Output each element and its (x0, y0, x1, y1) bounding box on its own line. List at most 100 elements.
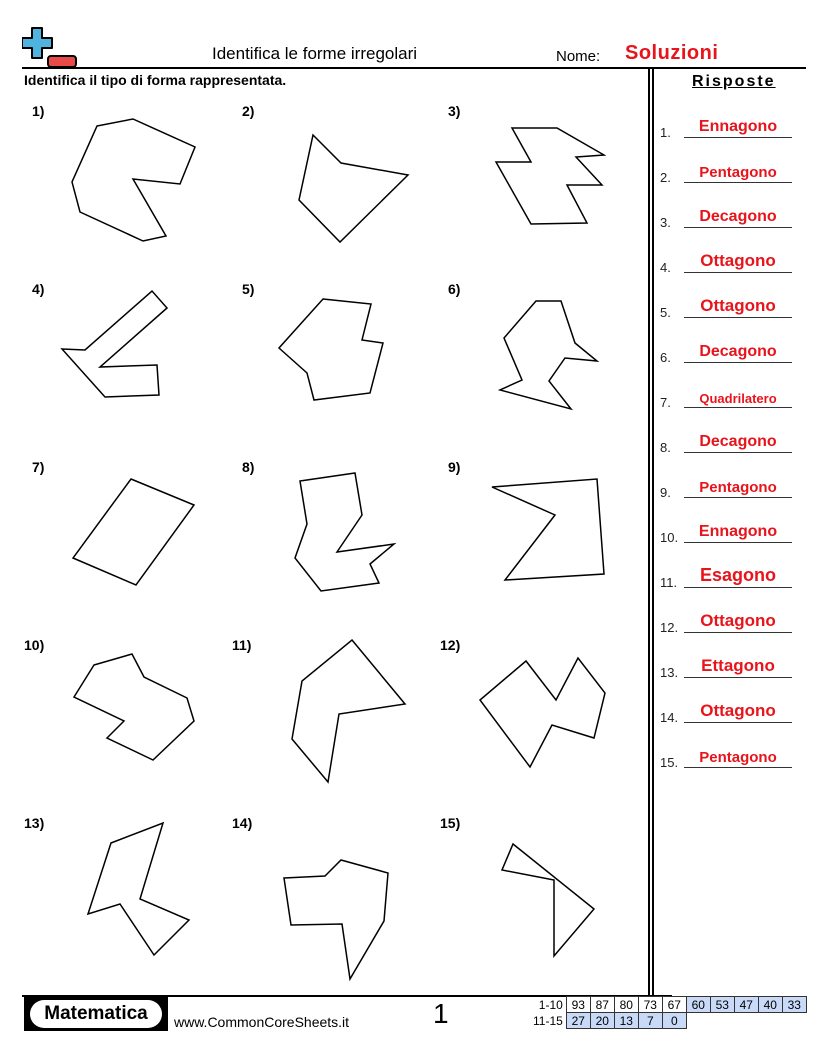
problem-label: 8) (242, 459, 255, 475)
answer-row: 10.Ennagono (660, 521, 792, 545)
answer-number: 5. (660, 305, 671, 320)
answer-number: 14. (660, 710, 679, 725)
answer-text: Ottagono (700, 701, 776, 720)
irregular-polygon-shape (283, 859, 389, 982)
answer-row: 9.Pentagono (660, 476, 792, 500)
score-cell: 67 (661, 996, 687, 1013)
answer-text: Decagono (699, 208, 777, 225)
score-table: 1-10 93 87 80 73 67 60 53 47 40 33 11-15… (530, 996, 807, 1029)
problem-label: 9) (448, 459, 461, 475)
answer-row: 6.Decagono (660, 341, 792, 365)
answer-number: 15. (660, 755, 679, 770)
answer-number: 7. (660, 395, 671, 410)
instructions: Identifica il tipo di forma rappresentat… (24, 72, 287, 88)
answer-line (684, 766, 792, 768)
score-row-label: 11-15 (533, 1013, 563, 1028)
irregular-polygon-shape (491, 478, 605, 581)
irregular-polygon-shape (294, 472, 397, 592)
problem-label: 3) (448, 103, 461, 119)
score-row: 11-15 27 20 13 7 0 (530, 1012, 806, 1029)
answer-line (684, 676, 792, 678)
score-cell: 7 (637, 1012, 663, 1029)
irregular-polygon-shape (497, 300, 600, 411)
answer-line (684, 316, 792, 318)
answer-number: 9. (660, 485, 671, 500)
answer-row: 5. Ottagono (660, 296, 792, 320)
problem-label: 11) (232, 637, 252, 653)
answer-text: Ennagono (698, 118, 778, 135)
problem-label: 10) (24, 637, 45, 653)
problem-label: 5) (242, 281, 255, 297)
problem-label: 1) (32, 103, 45, 119)
score-row-label: 1-10 (538, 997, 563, 1012)
score-cell: 80 (613, 996, 639, 1013)
answer-number: 13. (660, 665, 679, 680)
irregular-polygon-shape (298, 133, 410, 244)
irregular-polygon-shape (72, 653, 195, 761)
name-label: Nome: (556, 48, 601, 65)
answer-row: 2.Pentagono (660, 161, 792, 185)
problem-label: 13) (24, 815, 45, 831)
answer-number: 2. (660, 170, 671, 185)
problem-label: 6) (448, 281, 461, 297)
answer-line (684, 541, 792, 543)
score-cell: 60 (685, 996, 711, 1013)
irregular-polygon-shape (494, 127, 607, 225)
answer-row: 7. Quadrilatero (660, 386, 792, 410)
score-cell: 73 (637, 996, 663, 1013)
irregular-polygon-shape (71, 118, 196, 242)
answer-number: 10. (660, 530, 679, 545)
answer-line (684, 586, 792, 588)
problem-label: 12) (440, 637, 461, 653)
answer-row: 1. Ennagono (660, 116, 792, 140)
brand-label: Matematica (30, 1000, 162, 1028)
answer-line (684, 406, 792, 408)
irregular-polygon-shape (277, 298, 384, 401)
answer-row: 12.Ottagono (660, 611, 792, 635)
irregular-polygon-shape (71, 478, 196, 586)
irregular-polygon-shape (60, 289, 169, 398)
problem-label: 2) (242, 103, 255, 119)
answer-row: 13.Ettagono (660, 656, 792, 680)
answers-title: Risposte (692, 73, 776, 90)
answer-row: 11.Esagono (660, 565, 792, 590)
problem-label: 7) (32, 459, 45, 475)
problem-label: 15) (440, 815, 461, 831)
score-cell: 20 (589, 1012, 615, 1029)
header-divider (22, 67, 806, 69)
problem-label: 4) (32, 281, 45, 297)
answer-number: 4. (660, 260, 671, 275)
name-value: Soluzioni (625, 42, 719, 64)
answer-row: 15. Pentagono (660, 746, 792, 770)
answer-text: Pentagono (699, 749, 777, 766)
answer-number: 3. (660, 215, 671, 230)
score-cell: 93 (565, 996, 591, 1013)
score-cell: 53 (709, 996, 735, 1013)
problem-label: 14) (232, 815, 253, 831)
answer-row: 3. Decagono (660, 206, 792, 230)
footer-divider (22, 995, 672, 997)
answer-number: 1. (660, 125, 671, 140)
answer-text: Esagono (699, 565, 776, 585)
page-number: 1 (433, 998, 449, 1029)
answer-line (684, 271, 792, 273)
answer-text: Ottagono (700, 611, 776, 630)
score-row: 1-10 93 87 80 73 67 60 53 47 40 33 (530, 996, 807, 1013)
answer-line (684, 181, 792, 183)
answer-number: 6. (660, 350, 671, 365)
score-cell: 0 (661, 1012, 687, 1029)
answer-column-divider (648, 68, 650, 996)
score-cell: 47 (733, 996, 759, 1013)
score-cell: 33 (781, 996, 807, 1013)
answer-line (684, 496, 792, 498)
answer-number: 8. (660, 440, 671, 455)
score-cell: 27 (565, 1012, 591, 1029)
website-link[interactable]: www.CommonCoreSheets.it (174, 1014, 350, 1030)
answer-text: Quadrilatero (699, 391, 777, 406)
answer-row: 14. Ottagono (660, 701, 792, 725)
answer-text: Ottagono (700, 251, 776, 270)
answer-column-divider (652, 68, 654, 996)
irregular-polygon-shape (500, 842, 596, 959)
answer-text: Ottagono (700, 296, 776, 315)
answer-row: 8.Decagono (660, 431, 792, 455)
